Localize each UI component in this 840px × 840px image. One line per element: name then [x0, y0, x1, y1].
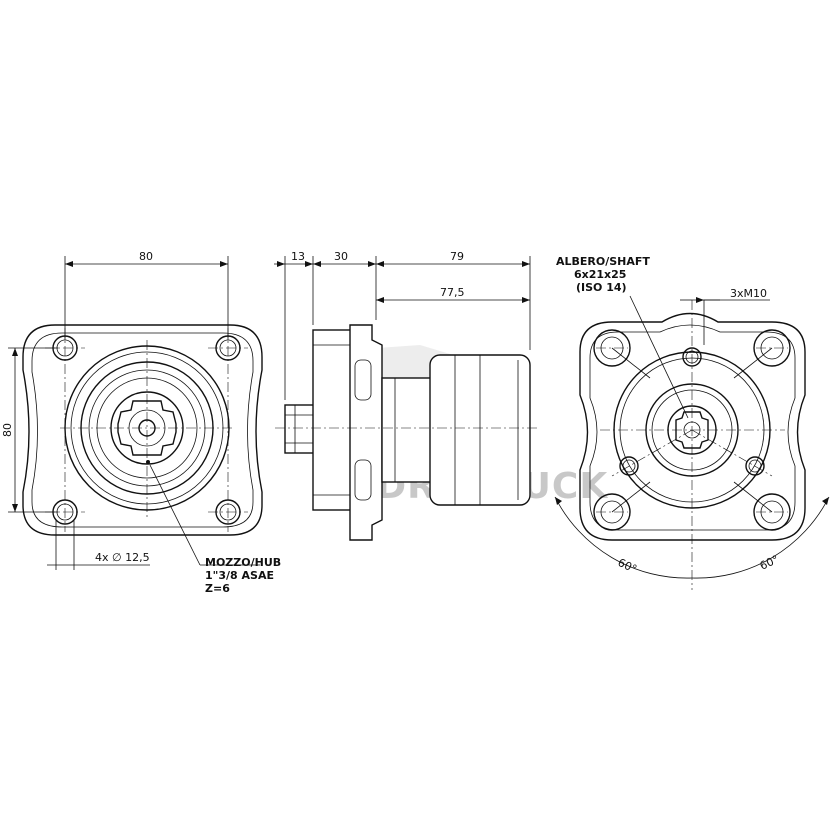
shaft-label-line1: ALBERO/SHAFT — [556, 255, 650, 268]
front-dimensions: 80 80 4x ∅ 12,5 — [1, 250, 260, 570]
side-dimensions: 13 30 79 77,5 — [274, 250, 531, 400]
rear-dimensions — [554, 295, 830, 579]
dim-front-height: 80 — [1, 423, 14, 437]
rear-view — [579, 300, 806, 590]
hub-label-line1: MOZZO/HUB — [205, 556, 281, 569]
dim-30: 30 — [334, 250, 348, 263]
angle-right-label: 60° — [758, 553, 781, 573]
shaft-label-line3: (ISO 14) — [576, 281, 627, 294]
side-view — [275, 324, 540, 541]
hub-label-line3: Z=6 — [205, 582, 230, 595]
holes-label: 4x ∅ 12,5 — [95, 551, 150, 564]
threaded-hole — [745, 456, 765, 476]
thread-label: 3xM10 — [730, 287, 767, 300]
shaft-spline-icon — [675, 411, 709, 449]
shaft-label-line2: 6x21x25 — [574, 268, 626, 281]
front-view — [22, 324, 263, 536]
dim-13: 13 — [291, 250, 305, 263]
dim-77-5: 77,5 — [440, 286, 465, 299]
hub-label-line2: 1"3/8 ASAE — [205, 569, 274, 582]
dim-79: 79 — [450, 250, 464, 263]
angle-left-label: 60° — [616, 556, 639, 576]
hub-spline-icon — [117, 400, 177, 456]
dim-front-width: 80 — [139, 250, 153, 263]
threaded-hole — [619, 456, 639, 476]
